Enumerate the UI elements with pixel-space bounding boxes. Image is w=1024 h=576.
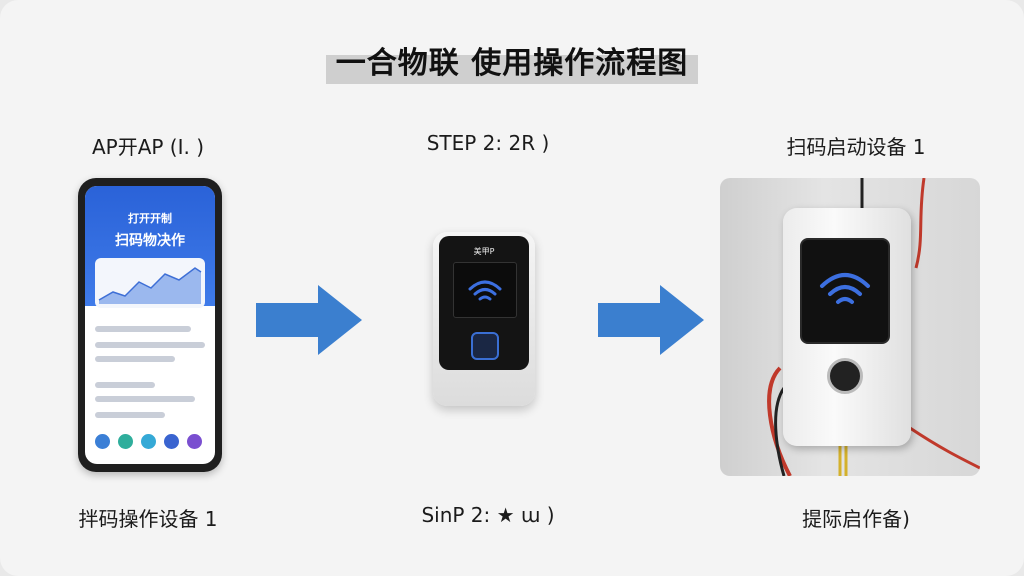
- scanner-brand: 美甲P: [473, 247, 495, 256]
- diagram-title: 一合物联 使用操作流程图: [325, 36, 699, 84]
- phone-list-row: [95, 412, 165, 418]
- title-wrap: 一合物联 使用操作流程图: [0, 36, 1024, 84]
- phone-app-heading: 扫码物决作: [115, 233, 185, 249]
- phone-app-icon: [141, 434, 156, 449]
- step2-bottom-label: SinP 2: ★ ɯ ): [421, 503, 555, 527]
- phone-illustration: 打开开制 扫码物决作: [78, 178, 222, 472]
- phone-app-icon: [187, 434, 202, 449]
- step1-top-label: AP开AP (I. ): [91, 135, 205, 159]
- charger-screen: [800, 238, 890, 344]
- scanner-screen: [453, 262, 517, 318]
- wifi-icon: [468, 280, 502, 301]
- phone-list-row: [95, 342, 205, 348]
- step3-top-label: 扫码启动设备 1: [786, 135, 926, 159]
- cables-icon: [767, 178, 980, 476]
- phone-list-row: [95, 396, 195, 402]
- arrow-right-icon: [256, 285, 362, 355]
- phone-app-icon: [164, 434, 179, 449]
- step2-top-label: STEP 2: 2R ): [426, 131, 550, 155]
- power-button-icon: [471, 332, 499, 360]
- phone-area-chart-icon: [98, 267, 202, 304]
- phone-list-row: [95, 382, 155, 388]
- power-button-icon: [827, 358, 863, 394]
- scanner-device: 美甲P: [433, 232, 535, 406]
- phone-chart-card: [95, 258, 205, 308]
- step1-bottom-label: 拌码操作设备 1: [78, 507, 218, 531]
- arrow-right-icon: [598, 285, 704, 355]
- charger-device: [783, 208, 911, 446]
- phone-app-icon: [95, 434, 110, 449]
- installed-device-photo: [720, 178, 980, 476]
- phone-app-icon: [118, 434, 133, 449]
- wifi-icon: [820, 273, 870, 304]
- phone-list-row: [95, 326, 191, 332]
- phone-app-title: 打开开制: [128, 212, 172, 225]
- scanner-panel: 美甲P: [439, 236, 529, 370]
- phone-screen: 打开开制 扫码物决作: [85, 186, 215, 464]
- step3-bottom-label: 提际启作备): [802, 507, 910, 531]
- phone-list-row: [95, 356, 175, 362]
